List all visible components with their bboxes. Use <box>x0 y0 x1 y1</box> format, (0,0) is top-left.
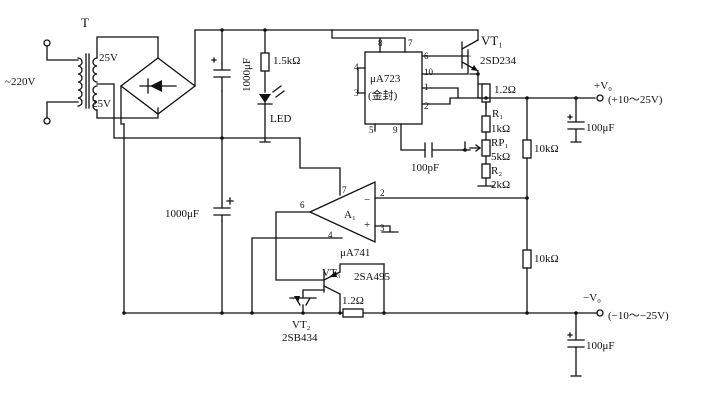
transformer-label: T <box>81 15 89 30</box>
secondary-winding-top <box>92 57 98 83</box>
ic-pin-3: 3 <box>354 88 359 98</box>
r1-value: 1kΩ <box>491 123 510 135</box>
output-capacitor-negative: 100μF <box>567 312 615 377</box>
transformer-core <box>85 53 90 109</box>
divider-top-label: 10kΩ <box>534 143 559 155</box>
transistor-vt2: VT₂ 2SB434 <box>282 289 325 344</box>
vo-pos-range: (+10～25V) <box>608 94 663 106</box>
transformer-t: T 25V 25V <box>77 15 118 111</box>
output-cap-neg-label: 100μF <box>586 340 615 352</box>
led-icon <box>259 94 271 103</box>
output-terminal-negative[interactable] <box>596 309 604 317</box>
r2-label: R₂ <box>491 165 502 177</box>
compensation-cap-label: 100pF <box>411 162 439 174</box>
op-pin-3: 3 <box>380 223 385 233</box>
opamp-a1: A₁ μA741 − + 7 2 6 3 4 <box>300 180 385 259</box>
tracking-divider: 10kΩ 10kΩ <box>522 97 559 315</box>
led-resistor-label: 1.5kΩ <box>273 55 300 67</box>
led-label: LED <box>270 113 291 125</box>
filter-cap-top-label: 1000μF <box>241 58 253 92</box>
secondary-top-label: 25V <box>99 52 118 64</box>
ic-pin-9: 9 <box>393 125 398 135</box>
regulator-ic-ua723: μA723 (金封) 8 7 6 4 10 3 1 2 5 9 <box>331 29 434 151</box>
divider-resistor-bottom <box>522 249 532 269</box>
mains-terminal-top <box>43 39 51 47</box>
vt3-label: VT₃ <box>322 267 341 279</box>
ic-pin-1: 1 <box>424 82 429 92</box>
filter-capacitor-bottom: 1000μF <box>165 197 234 222</box>
ic-pin-10: 10 <box>424 67 434 77</box>
potentiometer-rp1 <box>481 139 491 157</box>
opamp-minus: − <box>364 194 370 206</box>
vo-neg-range: (−10～−25V) <box>608 310 669 322</box>
regulator-ic-body <box>364 51 423 125</box>
regulator-ic-label: μA723 <box>370 73 401 85</box>
ic-pin-4: 4 <box>354 62 359 72</box>
vt2-label: VT₂ <box>292 319 311 331</box>
mains-label: ~220V <box>5 76 35 88</box>
op-pin-4: 4 <box>328 230 333 240</box>
sense-resistor-neg-body <box>342 308 364 318</box>
secondary-bottom-label: 25V <box>92 98 111 110</box>
primary-winding <box>77 57 83 107</box>
opamp-name: A₁ <box>344 209 356 221</box>
resistor-r1 <box>481 115 491 133</box>
vt1-part: 2SD234 <box>480 55 517 67</box>
sense-resistor-neg-label: 1.2Ω <box>342 295 364 307</box>
filter-capacitor-top: 1000μF <box>211 57 253 92</box>
opamp-plus: + <box>364 219 370 231</box>
divider-resistor-top <box>522 139 532 159</box>
vt2-part: 2SB434 <box>282 332 318 344</box>
output-terminal-positive[interactable] <box>596 94 604 102</box>
transistor-vt1: VT₁ 2SD234 <box>331 29 517 75</box>
opamp-body <box>308 180 376 244</box>
bridge-rectifier <box>119 57 197 115</box>
r2-value: 2kΩ <box>491 179 510 191</box>
vo-neg-label: −V₀ <box>583 292 601 304</box>
vo-pos-label: +V₀ <box>594 80 612 92</box>
regulator-ic-package: (金封) <box>368 88 398 102</box>
ic-pin-8: 8 <box>378 38 383 48</box>
divider-bottom-label: 10kΩ <box>534 253 559 265</box>
ic-pin-5: 5 <box>369 125 374 135</box>
sense-resistor-pos-label: 1.2Ω <box>494 84 516 96</box>
compensation-capacitor: 100pF <box>411 141 466 174</box>
rp1-label: RP₁ <box>491 137 508 149</box>
filter-cap-bottom-label: 1000μF <box>165 208 199 220</box>
mains-input: ~220V <box>5 39 79 125</box>
vt1-label: VT₁ <box>481 33 503 48</box>
transistor-vt3: VT₃ 2SA495 <box>322 263 391 314</box>
op-pin-7: 7 <box>342 185 347 195</box>
vt3-part: 2SA495 <box>354 271 391 283</box>
secondary-winding-bottom <box>92 85 98 111</box>
op-pin-2: 2 <box>380 188 385 198</box>
output-capacitor-positive: 100μF <box>567 97 615 143</box>
feedback-divider: R₁ 1kΩ RP₁ 5kΩ R₂ 2kΩ <box>461 107 510 191</box>
output-cap-pos-label: 100μF <box>586 122 615 134</box>
led-resistor <box>260 52 270 72</box>
r1-label: R₁ <box>492 108 503 120</box>
led-branch: 1.5kΩ LED <box>257 29 300 143</box>
op-pin-6: 6 <box>300 200 305 210</box>
mains-terminal-bottom <box>43 117 51 125</box>
ic-pin-7: 7 <box>408 38 413 48</box>
opamp-part: μA741 <box>340 247 370 259</box>
rp1-value: 5kΩ <box>491 151 510 163</box>
ic-pin-2: 2 <box>424 101 429 111</box>
sense-resistor-negative: 1.2Ω <box>342 263 386 318</box>
resistor-r2 <box>481 163 491 179</box>
